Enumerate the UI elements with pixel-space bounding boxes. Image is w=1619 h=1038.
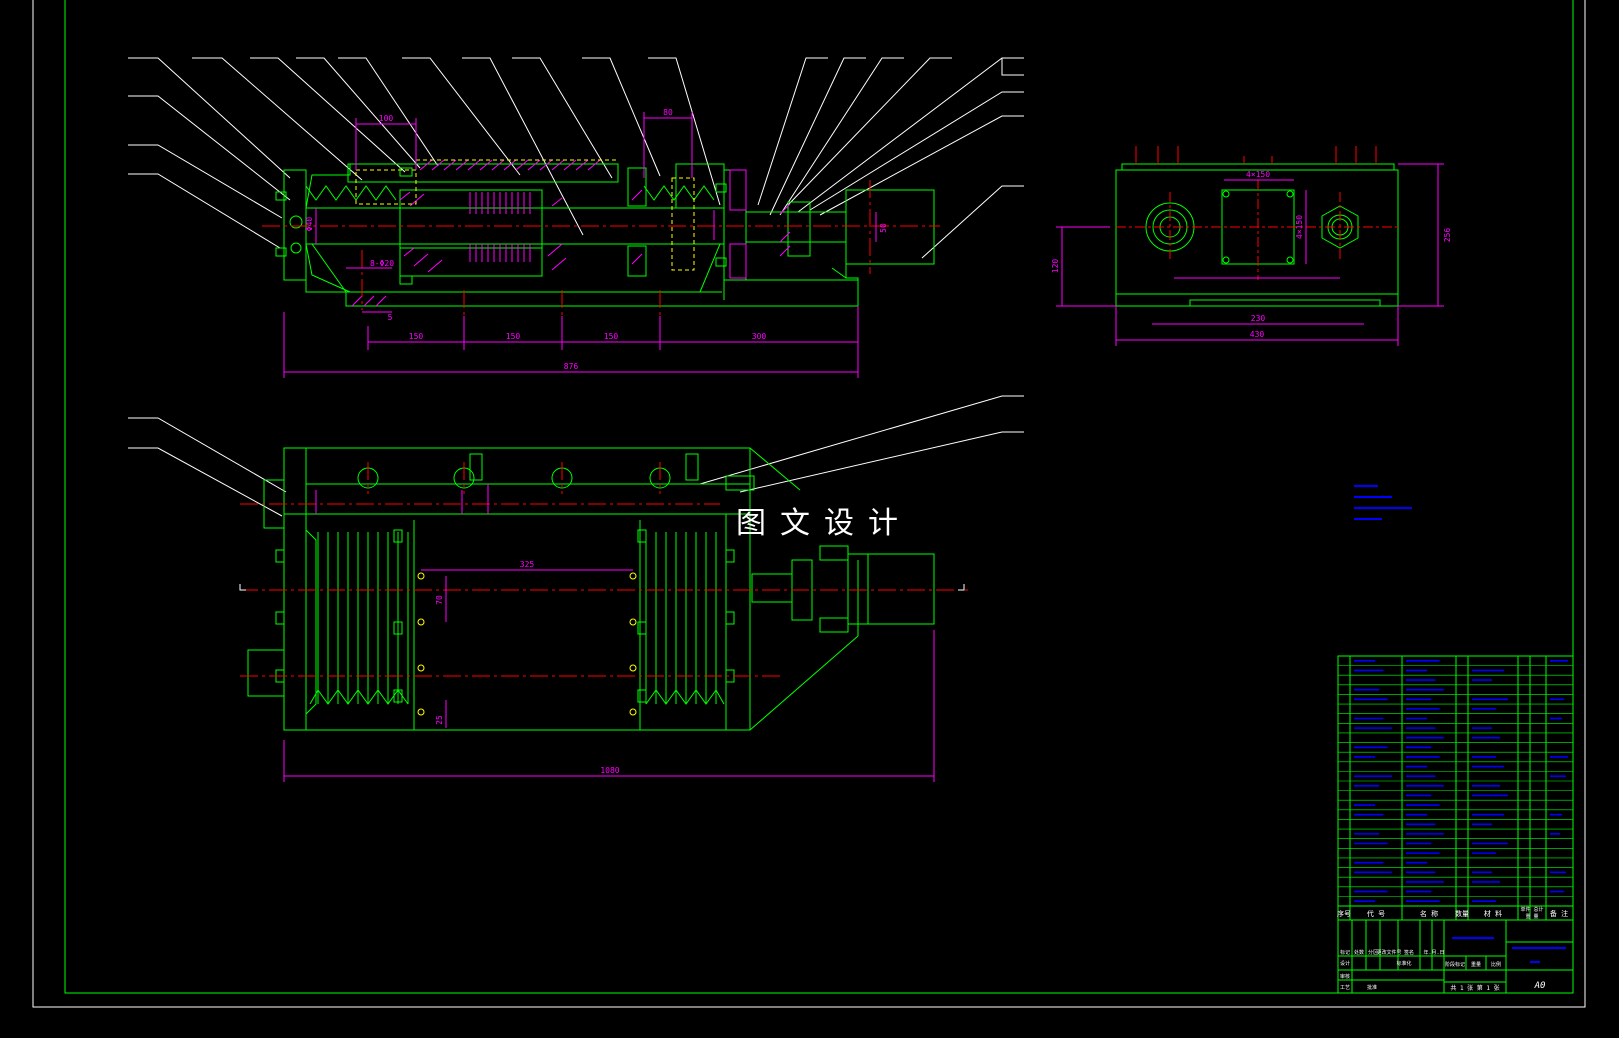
dim-80: 80 bbox=[663, 108, 673, 117]
tb-count: 处数 bbox=[1354, 949, 1364, 956]
dim-150-c: 150 bbox=[604, 332, 619, 341]
dim-shaft-phi: Φ40 bbox=[305, 217, 314, 232]
col-material: 材 料 bbox=[1484, 909, 1502, 918]
tb-zone: 分区 bbox=[1368, 949, 1378, 956]
tb-design: 设计 bbox=[1340, 960, 1350, 967]
technical-notes bbox=[1354, 485, 1412, 520]
tb-size: A0 bbox=[1534, 981, 1546, 991]
col-weight: 单件 总计 bbox=[1520, 906, 1543, 913]
side-dim-bottom-inner: 230 bbox=[1251, 314, 1266, 323]
drawing-frame bbox=[32, 0, 1586, 1008]
tb-mark: 标记 bbox=[1340, 949, 1350, 956]
col-name: 名 称 bbox=[1420, 909, 1438, 918]
side-dim-right: 256 bbox=[1443, 228, 1452, 243]
dim-25: 25 bbox=[435, 715, 444, 725]
tb-scale: 比例 bbox=[1491, 961, 1501, 968]
col-seq: 序号 bbox=[1337, 909, 1351, 918]
leader-lines bbox=[128, 57, 1024, 517]
tb-check: 审核 bbox=[1340, 973, 1350, 980]
front-view-section: 100 80 150 150 150 300 876 Φ40 8-Φ20 5 5… bbox=[262, 108, 940, 378]
side-dim-left: 120 bbox=[1051, 259, 1060, 274]
side-dim-top: 4×150 bbox=[1246, 170, 1270, 179]
dim-100: 100 bbox=[379, 114, 394, 123]
side-dim-inner: 4×150 bbox=[1295, 215, 1304, 239]
watermark: 图文设计 bbox=[736, 506, 912, 541]
side-dim-bottom: 430 bbox=[1250, 330, 1265, 339]
tb-doc: 更改文件号 bbox=[1376, 949, 1401, 956]
col-code: 代 号 bbox=[1367, 909, 1385, 918]
tb-std: 标准化 bbox=[1396, 960, 1411, 967]
dim-overall-front: 876 bbox=[564, 362, 579, 371]
col-weight-sub: 重 量 bbox=[1525, 913, 1538, 920]
dim-right-50: 50 bbox=[879, 223, 888, 233]
dim-bore: 8-Φ20 bbox=[370, 259, 394, 268]
dim-150-b: 150 bbox=[506, 332, 521, 341]
tb-sign: 签名 bbox=[1404, 949, 1414, 956]
tb-weight: 重量 bbox=[1471, 961, 1481, 968]
tb-sheet: 共 1 张 第 1 张 bbox=[1450, 984, 1499, 992]
tb-stage: 阶段标记 bbox=[1445, 961, 1465, 968]
tb-date: 年.月.日 bbox=[1423, 949, 1444, 956]
top-view: 325 70 25 1080 bbox=[239, 447, 968, 782]
dim-overall-top: 1080 bbox=[600, 766, 619, 775]
col-remark: 备 注 bbox=[1550, 909, 1568, 918]
tb-approve: 批准 bbox=[1367, 984, 1377, 991]
dim-325: 325 bbox=[520, 560, 535, 569]
dim-300: 300 bbox=[752, 332, 767, 341]
side-view: 4×150 4×150 120 256 230 430 bbox=[1051, 146, 1452, 346]
title-block: 序号 代 号 名 称 数量 材 料 单件 总计 重 量 备 注 标记 处数 分区… bbox=[1337, 655, 1574, 994]
dim-small-5: 5 bbox=[388, 313, 393, 322]
dim-150-a: 150 bbox=[409, 332, 424, 341]
tb-process: 工艺 bbox=[1340, 985, 1350, 991]
dim-70: 70 bbox=[435, 595, 444, 605]
col-qty: 数量 bbox=[1455, 909, 1469, 918]
